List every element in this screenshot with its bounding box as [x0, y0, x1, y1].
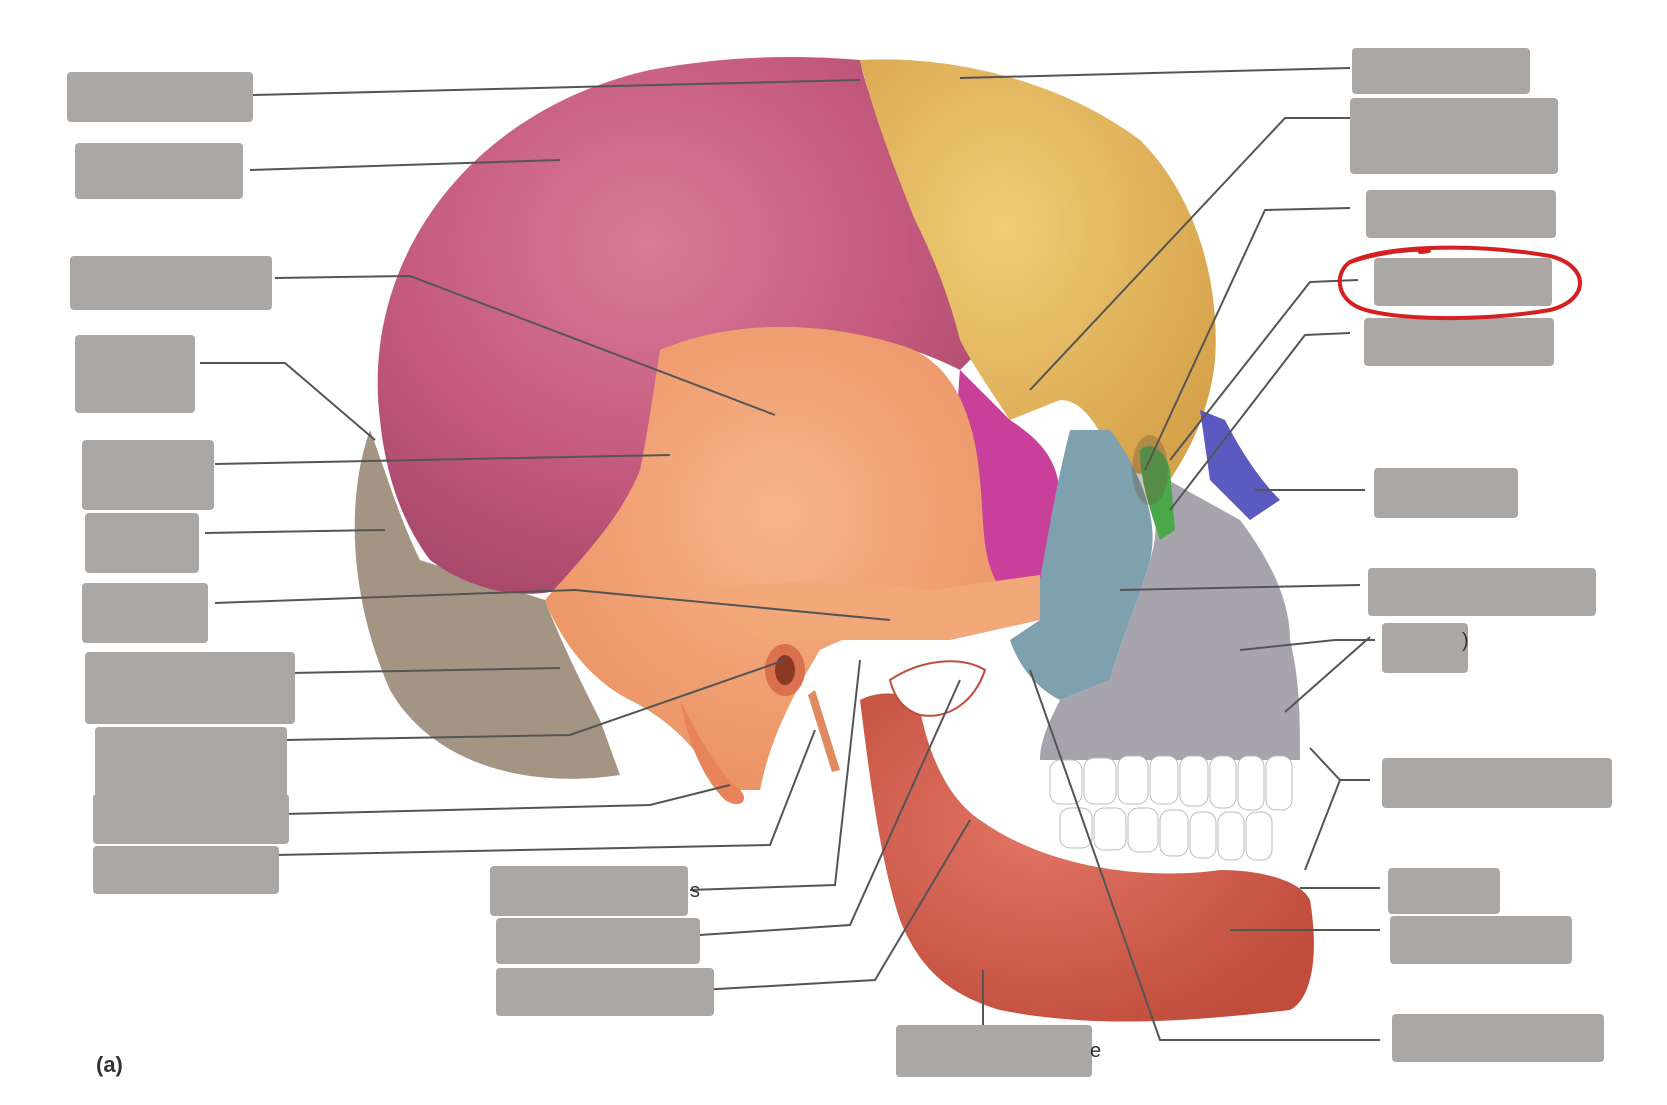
label-box-left-10 [93, 794, 289, 844]
label-box-left-8 [85, 652, 295, 724]
label-box-right-12 [1392, 1014, 1604, 1062]
occipital-bone [354, 430, 620, 779]
teeth [1049, 755, 1293, 861]
maxilla [1040, 470, 1300, 760]
label-box-left-1 [67, 72, 253, 122]
label-box-right-7 [1368, 568, 1596, 616]
label-box-right-2 [1350, 98, 1558, 174]
label-box-left-11 [93, 846, 279, 894]
label-box-right-1 [1352, 48, 1530, 94]
stray-glyph-s: s [690, 880, 700, 902]
panel-label: (a) [96, 1052, 123, 1077]
frontal-bone [860, 59, 1216, 480]
label-box-right-11 [1390, 916, 1572, 964]
label-box-bottom-1 [490, 866, 688, 916]
label-box-bottom-2 [496, 918, 700, 964]
label-box-right-8 [1382, 623, 1468, 673]
temporal-bone [545, 326, 1010, 790]
meatus-opening [775, 655, 795, 685]
label-box-left-2 [75, 143, 243, 199]
label-boxes [67, 48, 1612, 1077]
lacrimal-bone [1140, 446, 1175, 540]
label-box-right-3 [1366, 190, 1556, 238]
label-box-left-4 [75, 335, 195, 413]
zygomatic-bone [1010, 430, 1153, 700]
mandibular-notch [888, 660, 987, 717]
stray-glyph-paren: ) [1462, 630, 1469, 652]
label-box-bottom-4 [896, 1025, 1092, 1077]
label-box-left-6 [85, 513, 199, 573]
label-box-left-7 [82, 583, 208, 643]
stray-glyph-e: e [1090, 1040, 1102, 1062]
label-box-right-5 [1364, 318, 1554, 366]
label-box-right-10 [1388, 868, 1500, 914]
label-box-left-3 [70, 256, 272, 310]
label-box-bottom-3 [496, 968, 714, 1016]
orbit-shadow [1132, 435, 1168, 505]
label-box-left-5 [82, 440, 214, 510]
styloid-process [808, 690, 840, 772]
mastoid-process [680, 700, 745, 805]
parietal-bone [377, 57, 980, 594]
label-box-right-6 [1374, 468, 1518, 518]
leader-lines [200, 67, 1380, 1041]
nasal-bone [1200, 410, 1280, 520]
highlight-circle [1337, 245, 1582, 321]
label-box-right-9 [1382, 758, 1612, 808]
mandible [860, 693, 1314, 1022]
label-box-left-9 [95, 727, 287, 799]
label-box-right-4 [1374, 258, 1552, 306]
zygomatic-arch [700, 575, 1040, 640]
